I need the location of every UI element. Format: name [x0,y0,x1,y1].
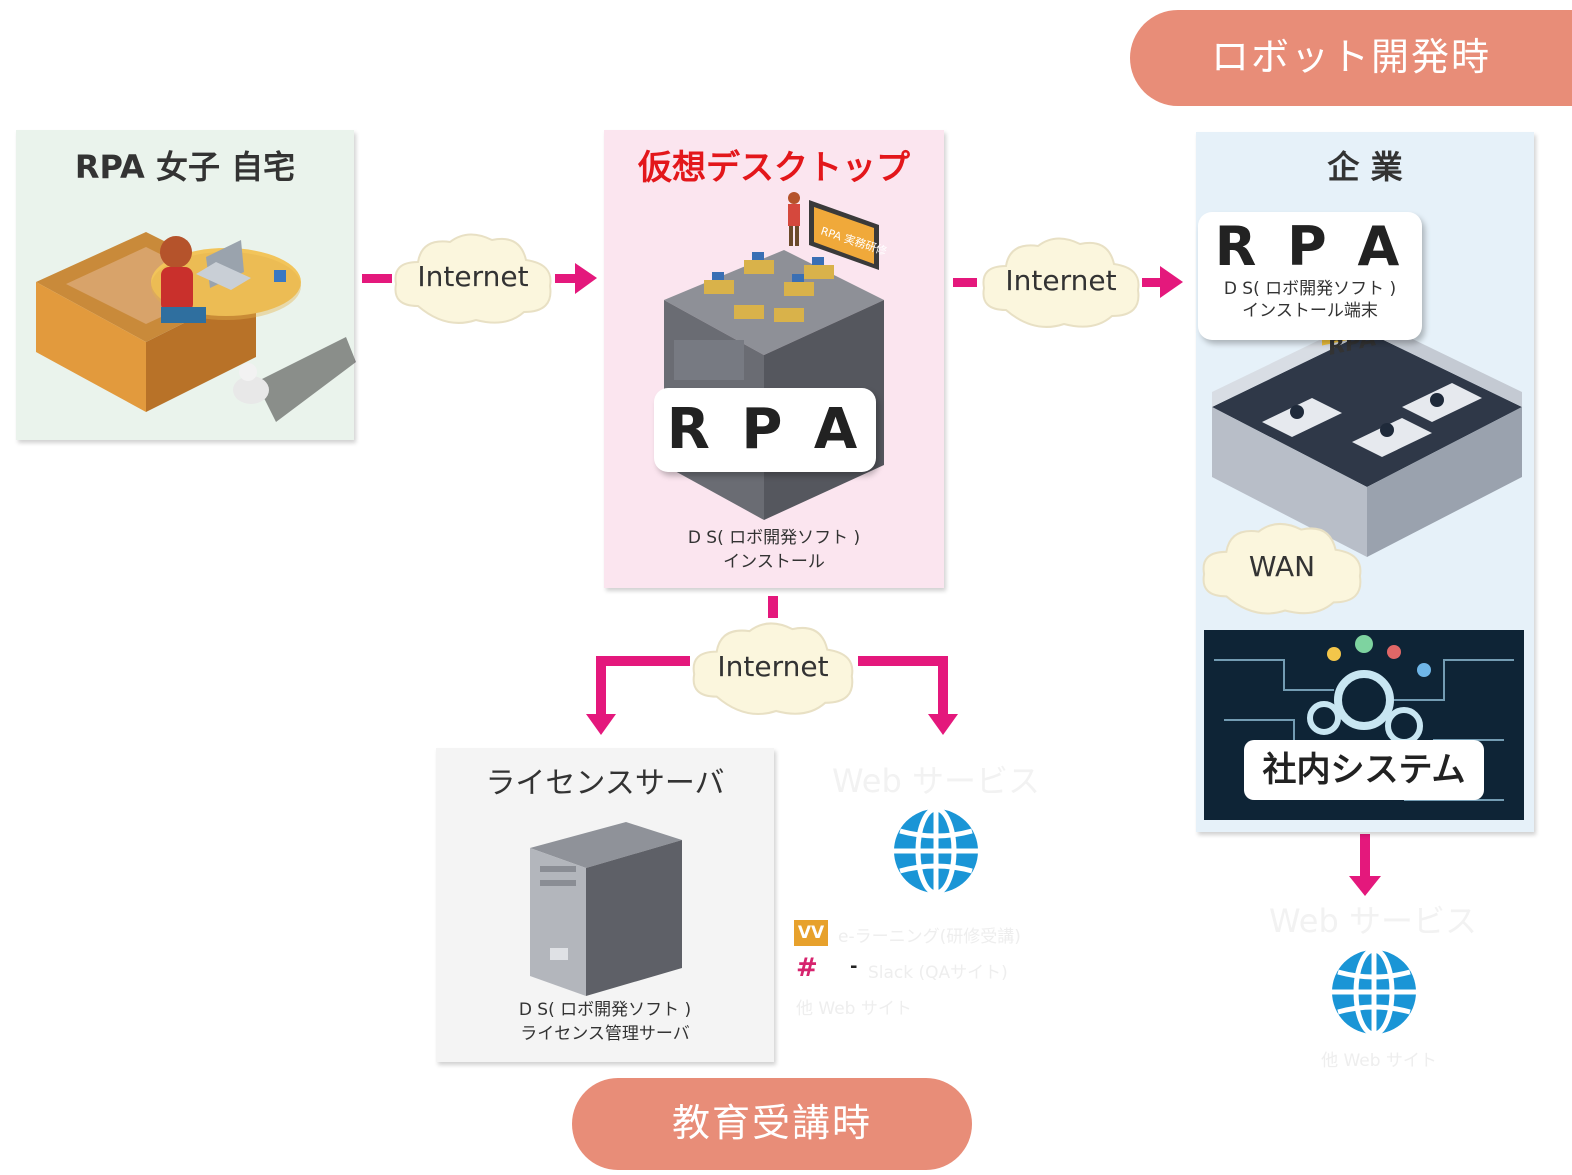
license-title: ライセンスサーバ [485,766,725,801]
web-service-item-other: 他 Web サイト [794,990,1174,1026]
arrow-home-left-stub [362,274,392,283]
company-card: 企 業 RPA R P A D S( ロボ開発ソフト ) インストール端末 [1196,132,1534,832]
education-label: 教育受講時 [671,1101,872,1145]
server-rack-illustration: RPA 実務研修 [664,192,889,520]
cloud-shape [1202,522,1362,615]
web-service-item-label: e-ラーニング(研修受講) [838,927,1021,947]
arrow-company-web-v [1360,834,1370,878]
arrow-company-head [1160,266,1183,298]
home-illustration [36,232,356,422]
web-service-list: VV e-ラーニング(研修受講) # - Slack (QAサイト) 他 Web… [794,918,1174,1026]
vdesktop-rpa-badge: R P A [654,388,876,472]
internet-label: Internet [417,260,529,293]
slack-mark: - [850,956,858,977]
arrow-home-head [575,263,597,294]
arrow-vd-down-stub [768,596,778,618]
cloud-shape [982,237,1140,328]
vdesktop-card: 仮想デスクトップ RPA 実務研修 [604,130,944,588]
internal-system-badge: 社内システム [1244,740,1484,800]
license-caption-line1: D S( ロボ開発ソフト ) [518,1000,692,1020]
internet-label: Internet [717,650,829,683]
license-card: ライセンスサーバ D S( ロボ開発ソフト ) ライセンス管理サーバ [436,748,774,1062]
vdesktop-caption-line1: D S( ロボ開発ソフト ) [687,528,861,548]
company-title: 企 業 [1327,148,1403,186]
arrow-license-v [596,656,606,718]
vdesktop-caption-line2: インストール [723,552,825,572]
wan-label: WAN [1248,550,1316,583]
company-rpa-badge: R P A D S( ロボ開発ソフト ) インストール端末 [1198,212,1422,340]
vdesktop-title: 仮想デスクトップ [638,148,910,188]
web-services-title: Web サービス [832,762,1040,800]
cloud-shape [394,233,552,324]
robot-dev-label: ロボット開発時 [1210,35,1491,79]
wan-cloud: WAN [1196,514,1368,622]
home-card: RPA 女子 自宅 [16,130,356,440]
arrow-web-head [928,714,958,735]
internet-label: Internet [1005,264,1117,297]
elearning-logo-icon: VV [794,920,828,946]
web-service-item-slack: # - Slack (QAサイト) [794,954,1174,990]
globe-icon [894,806,978,896]
arrow-web-v [938,656,948,718]
company-globe-icon [1332,947,1416,1037]
arrow-license-h [596,656,690,666]
web-service-item-label: 他 Web サイト [796,999,912,1019]
company-caption-line1: D S( ロボ開発ソフト ) [1223,279,1397,299]
arrow-home-right-stub [555,274,577,283]
robot-dev-pill: ロボット開発時 [1130,10,1572,106]
web-service-item-elearning: VV e-ラーニング(研修受講) [794,918,1174,954]
vdesktop-rpa-label: R P A [666,397,864,462]
internal-system-label: 社内システム [1262,750,1466,790]
company-web-title: Web サービス [1269,902,1477,940]
company-rpa-label: R P A [1214,215,1406,278]
license-server-illustration [530,822,682,996]
company-caption-line2: インストール端末 [1242,301,1378,321]
arrow-web-h [858,656,948,666]
home-title: RPA 女子 自宅 [74,148,296,186]
license-caption-line2: ライセンス管理サーバ [520,1024,690,1044]
internet-cloud-bottom: Internet [686,614,860,722]
arrow-license-head [586,714,616,735]
arrow-company-right-stub [1142,278,1162,287]
office-illustration: RPA [1212,312,1522,557]
company-web-item: 他 Web サイト [1321,1051,1437,1071]
cloud-shape [692,622,854,715]
arrow-company-left-stub [953,278,977,287]
internet-cloud-left: Internet [388,226,558,330]
arrow-company-web-head [1349,876,1381,896]
internet-cloud-right: Internet [976,230,1146,334]
vdesktop-caption: D S( ロボ開発ソフト ) インストール [604,526,944,574]
slack-icon: # [796,953,818,983]
education-pill: 教育受講時 [572,1078,972,1170]
license-caption: D S( ロボ開発ソフト ) ライセンス管理サーバ [436,998,774,1046]
web-service-item-label: Slack (QAサイト) [868,963,1008,983]
internal-system-panel: 社内システム [1204,630,1524,820]
